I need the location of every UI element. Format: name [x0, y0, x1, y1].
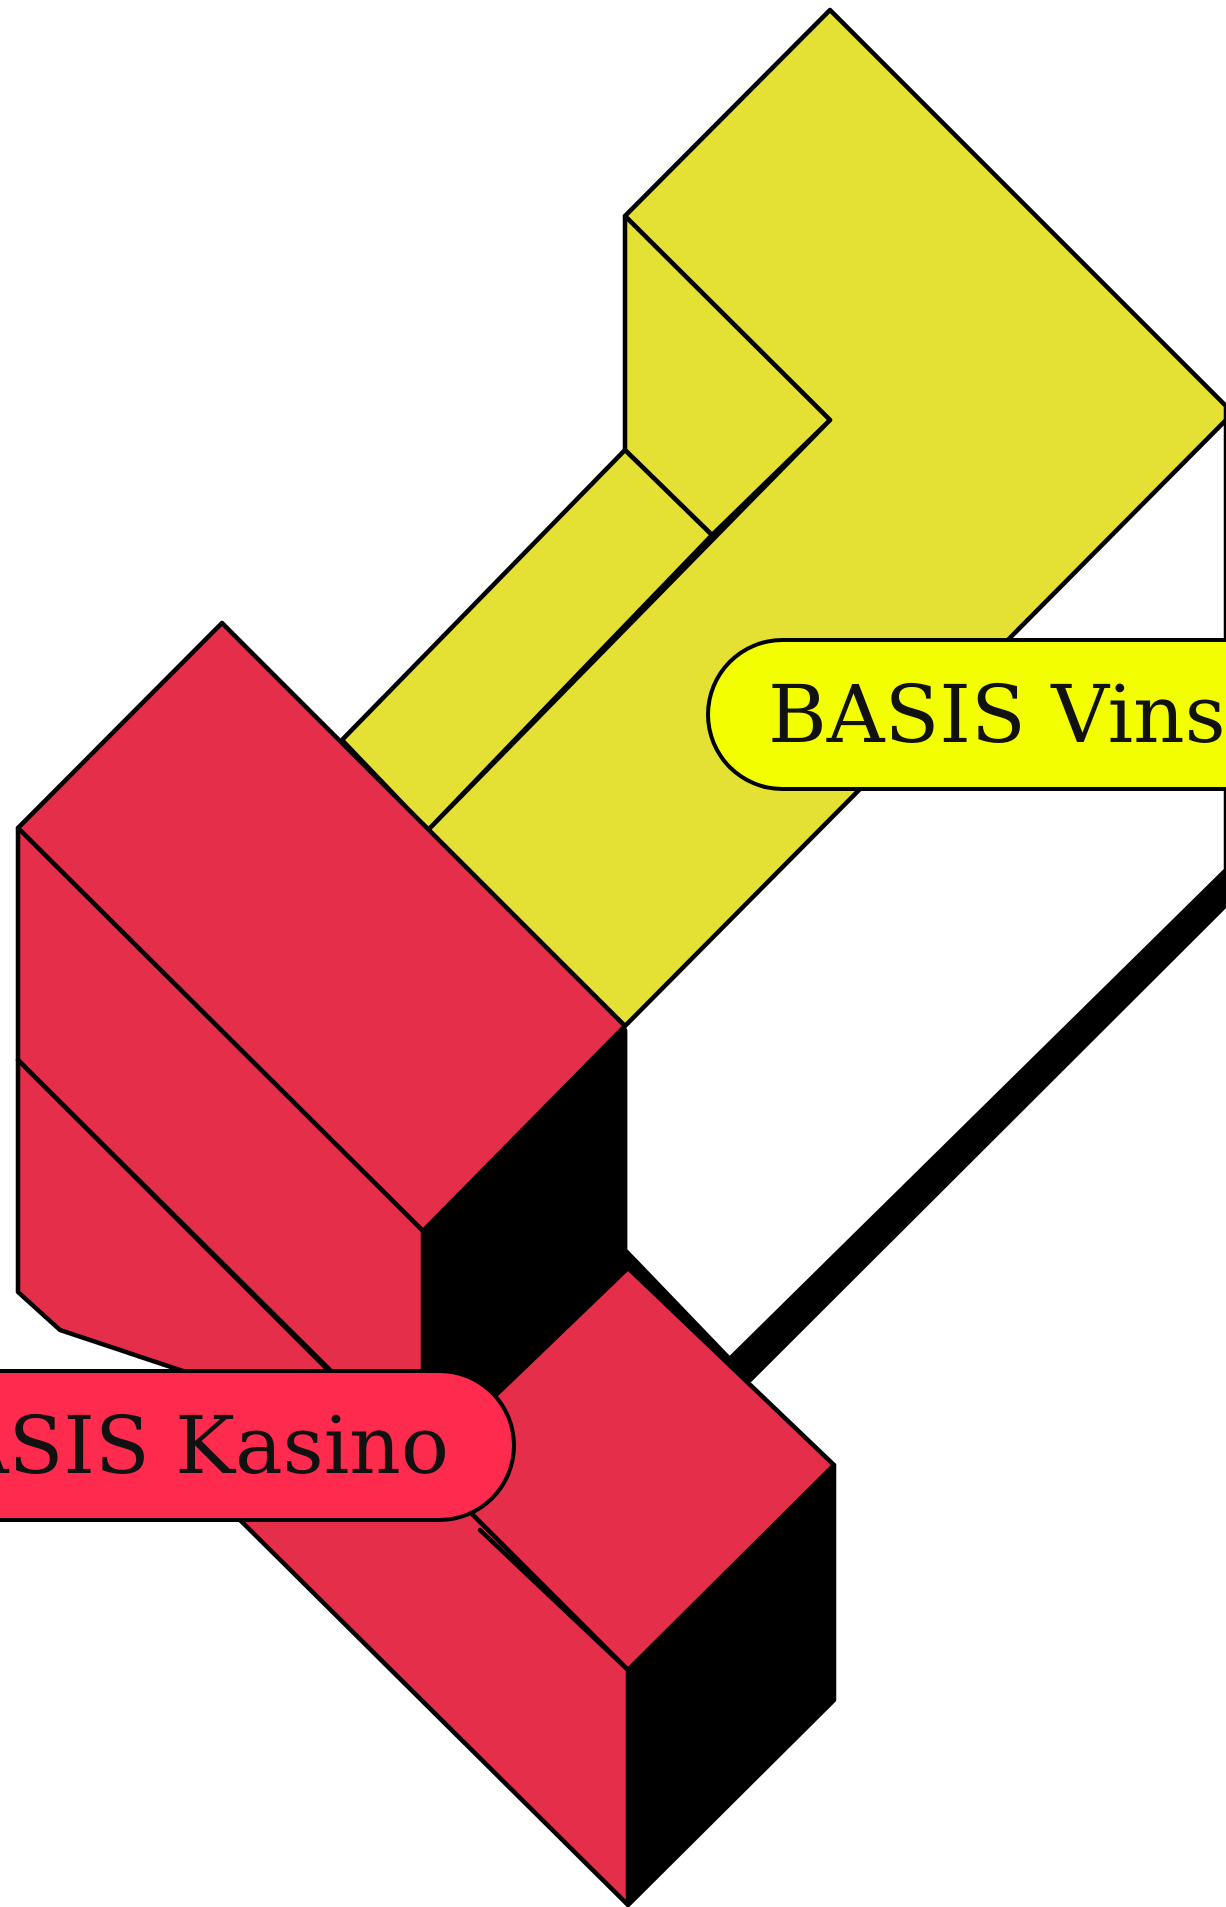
red-annex-edge: [477, 1527, 631, 1673]
yellow-block-top: [425, 7, 1226, 1029]
yellow-inner-edge: [622, 447, 715, 538]
kasino-label: BASIS Kasino: [0, 1369, 516, 1522]
vinstue-label: BASIS Vinstue: [706, 638, 1226, 791]
red-tower-edge: [15, 1057, 333, 1373]
vinstue-label-text: BASIS Vinstue: [768, 668, 1226, 761]
kasino-label-text: BASIS Kasino: [0, 1399, 449, 1492]
